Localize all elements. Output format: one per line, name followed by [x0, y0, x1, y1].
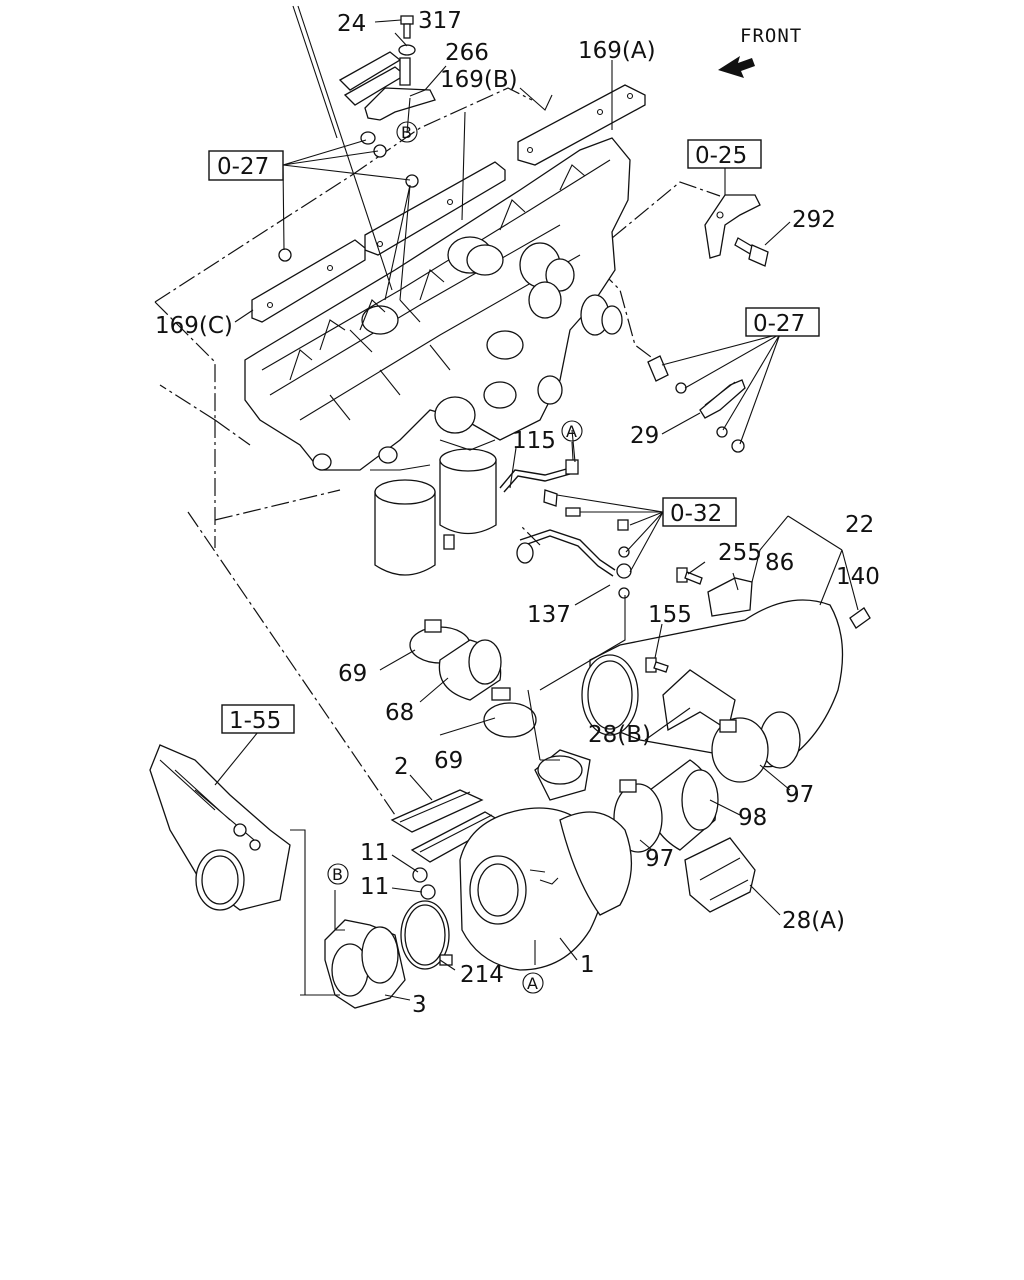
clamp-97-upper [711, 717, 769, 783]
callout-11-upper: 11 [360, 840, 389, 866]
washer-0-27-a [360, 131, 376, 145]
bracket-266 [338, 51, 436, 121]
callout-3: 3 [412, 992, 427, 1018]
callout-86: 86 [765, 550, 794, 576]
oil-pipe-137 [516, 519, 632, 599]
front-label: FRONT [740, 25, 802, 47]
callout-137: 137 [527, 602, 571, 628]
washer-24 [398, 44, 416, 56]
hose-68 [438, 639, 502, 701]
oil-pipe-115 [499, 459, 581, 517]
leader-lines [214, 5, 859, 1001]
callout-28b: 28(B) [588, 722, 651, 748]
hose-98 [648, 759, 719, 851]
nut-0-27-c [278, 248, 292, 262]
bolt-155 [645, 657, 669, 673]
marker-b-upper: B [396, 121, 418, 143]
svg-text:0-27: 0-27 [753, 311, 805, 337]
exhaust-pipe-22 [581, 599, 844, 769]
bolt-292 [734, 237, 769, 267]
marker-a-lower: A [522, 972, 544, 994]
callout-169c: 169(C) [155, 313, 233, 339]
callout-24: 24 [337, 11, 366, 37]
svg-text:1-55: 1-55 [229, 708, 281, 734]
ref-box-0-27-right[interactable]: 0-27 [745, 307, 820, 337]
callout-155: 155 [648, 602, 692, 628]
callout-140: 140 [836, 564, 880, 590]
nut-0-27-b [405, 174, 419, 188]
callout-28a: 28(A) [782, 908, 845, 934]
oil-filters [370, 396, 497, 576]
svg-text:A: A [527, 974, 538, 993]
ref-box-1-55[interactable]: 1-55 [221, 704, 295, 734]
sensor-140 [849, 607, 871, 629]
heat-shield-169a [517, 84, 646, 166]
callout-22: 22 [845, 512, 874, 538]
svg-text:B: B [332, 865, 343, 884]
callout-214: 214 [460, 962, 504, 988]
callout-97-lower: 97 [645, 846, 674, 872]
svg-text:0-32: 0-32 [670, 501, 722, 527]
washer-0-27-e [716, 426, 728, 438]
callout-98: 98 [738, 805, 767, 831]
exhaust-manifold [244, 137, 631, 471]
heat-shield-28a [684, 837, 756, 913]
callout-266: 266 [445, 40, 489, 66]
callout-169a: 169(A) [578, 38, 656, 64]
exhaust-brake-unit [149, 744, 291, 911]
callout-255: 255 [718, 540, 762, 566]
heat-shield-169c [251, 239, 366, 323]
callout-292: 292 [792, 207, 836, 233]
ref-box-0-25[interactable]: 0-25 [687, 139, 762, 169]
bracket-0-25 [704, 194, 761, 259]
washer-0-27-d [675, 382, 687, 394]
svg-text:B: B [401, 123, 412, 142]
front-arrow-icon [718, 56, 755, 78]
svg-text:0-25: 0-25 [695, 143, 747, 169]
callout-69-upper: 69 [338, 661, 367, 687]
nut-11-lower [420, 884, 436, 900]
callout-97-upper: 97 [785, 782, 814, 808]
turbocharger-1 [459, 749, 633, 971]
ref-box-0-27-upper[interactable]: 0-27 [208, 150, 284, 181]
callout-169b: 169(B) [440, 67, 518, 93]
bracket-86 [707, 577, 753, 617]
svg-text:0-27: 0-27 [217, 154, 269, 180]
callout-68: 68 [385, 700, 414, 726]
bolt-317 [400, 15, 414, 39]
callout-317: 317 [418, 8, 462, 34]
callout-11-lower: 11 [360, 874, 389, 900]
marker-b-lower: B [327, 863, 349, 885]
nut-0-27-a [373, 144, 387, 158]
callout-2: 2 [394, 754, 409, 780]
marker-a-upper: A [561, 420, 583, 442]
bracket-29 [699, 379, 746, 419]
nut-0-27-f [731, 439, 745, 453]
ref-box-0-32[interactable]: 0-32 [662, 497, 737, 527]
callout-115: 115 [512, 428, 556, 454]
svg-text:A: A [566, 422, 577, 441]
callout-1: 1 [580, 952, 595, 978]
ring-214 [400, 900, 453, 970]
callout-29: 29 [630, 423, 659, 449]
adapter-3 [324, 919, 406, 1009]
bolt-255 [676, 567, 703, 585]
gasket-2 [390, 789, 504, 863]
spacer-0-27 [647, 355, 669, 382]
clamp-69-lower [483, 687, 537, 738]
callout-69-lower: 69 [434, 748, 463, 774]
